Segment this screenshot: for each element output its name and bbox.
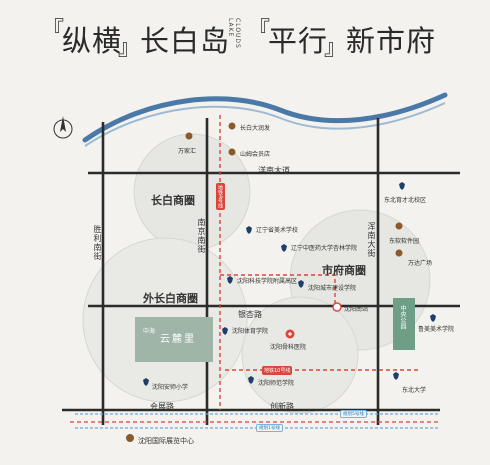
- road-yangnan: 洋南大道: [258, 166, 290, 175]
- road-yinxiang: 银杏路: [238, 310, 262, 319]
- poi-keji: 沈阳科技学院附属高区: [237, 278, 298, 285]
- title-vertical-text: CLOUDS LAKE: [227, 18, 241, 49]
- shopping-markers: [126, 122, 403, 442]
- planned-5-label: 规划5号线: [340, 410, 367, 418]
- project-prefix: 中海: [143, 328, 156, 335]
- bracket-close-2: 』: [324, 36, 347, 61]
- title-word-3: 平行: [268, 24, 329, 58]
- poi-anshan: 沈阳安师小学: [152, 384, 189, 391]
- title-word-4: 新市府: [346, 24, 437, 58]
- road-hunan: 浑南大街: [367, 222, 376, 258]
- poi-luxun: 鲁美美术学院: [418, 326, 455, 333]
- metro-line-10-north: [220, 274, 336, 306]
- south-circle: [241, 296, 359, 414]
- school-markers: [143, 182, 436, 386]
- poi-jianzhu: 沈阳城市建设学院: [308, 285, 357, 292]
- zone-shifu: 市府商圈: [322, 264, 366, 277]
- road-huiyuan: 会展路: [150, 402, 174, 411]
- poi-wanda: 万达广场: [408, 260, 433, 267]
- poi-tiyu: 沈阳体育学院: [232, 328, 269, 335]
- title-word-1: 纵横: [62, 24, 123, 58]
- road-network: [62, 118, 460, 425]
- poi-wanjiahui: 万家汇: [178, 148, 197, 155]
- poi-changbai: 长白大润发: [240, 125, 271, 132]
- poi-zhongyi: 辽宁中医药大学杏林学院: [291, 245, 358, 252]
- poi-erjiu: 沈阳骨科医院: [270, 344, 307, 351]
- poi-ruixin: 东软软件园: [389, 238, 420, 245]
- bracket-close-1: 』: [118, 36, 141, 61]
- metro-10-label: 地铁10号线: [262, 366, 293, 375]
- zone-waichangbai: 外长白商圈: [143, 292, 198, 305]
- zone-changbai: 长白商圈: [151, 194, 195, 207]
- central-park: [393, 298, 415, 350]
- planned-1-label: 规划1号线: [256, 424, 283, 432]
- hospital-cross: [288, 332, 292, 336]
- bracket-open-1: 『: [42, 18, 65, 43]
- project-block: [135, 317, 213, 362]
- road-chuangxin: 创新路: [270, 402, 294, 411]
- title-word-2: 长白岛: [140, 24, 231, 58]
- poi-dongbei: 东北育才北校区: [384, 197, 427, 204]
- hunhe-river: [82, 92, 448, 143]
- station-icon: [332, 302, 342, 312]
- poi-dongbei-univ: 东北大学: [402, 387, 427, 394]
- poi-shanjing: 山姆会员店: [240, 151, 271, 158]
- river-bank: [84, 102, 446, 147]
- project-name: 云麓里: [160, 334, 196, 345]
- compass-icon: [53, 116, 73, 139]
- poi-liaoning-meishu: 辽宁省美术学校: [256, 227, 299, 234]
- poi-jiaoyu: 沈阳师范学院: [258, 380, 295, 387]
- road-shengli: 胜利南街: [93, 225, 102, 261]
- park-label: 中央公园: [399, 305, 406, 329]
- bracket-open-2: 『: [248, 18, 271, 43]
- title-banner: 『 纵横 』 长白岛 CLOUDS LAKE 『 平行 』 新市府: [0, 8, 490, 62]
- poi-nanzhan: 沈阳南站: [344, 306, 369, 313]
- road-nanjing: 南京南街: [197, 218, 206, 254]
- poi-zhanlan: 沈阳国际展览中心: [138, 437, 194, 445]
- metro-4-label: 地铁4号线: [216, 183, 225, 211]
